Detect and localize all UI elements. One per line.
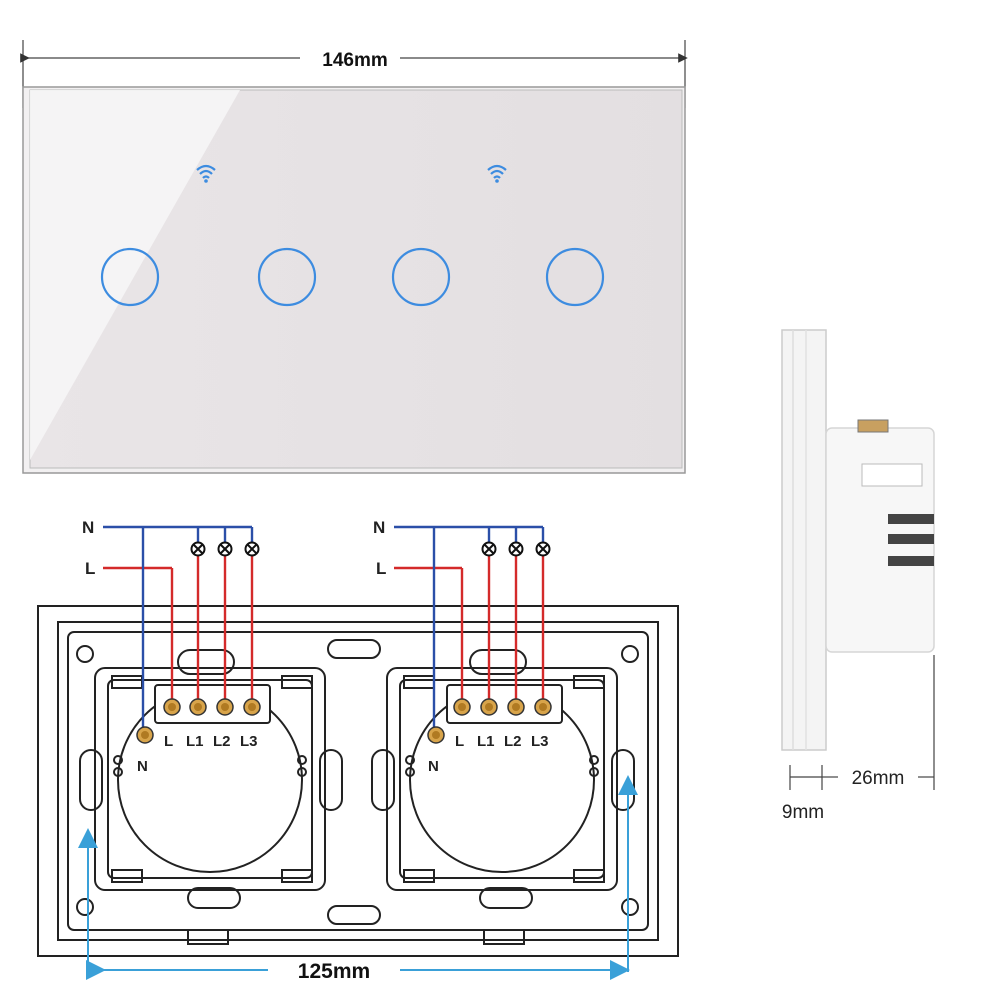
wifi-icon xyxy=(196,164,216,183)
lamp-load-icon xyxy=(217,541,233,557)
terminal-label: N xyxy=(428,758,439,775)
neutral-label: N xyxy=(82,518,94,537)
lamp-load-icon xyxy=(190,541,206,557)
wifi-icon xyxy=(487,164,507,183)
touch-button-1[interactable] xyxy=(100,247,160,307)
module-right xyxy=(371,649,635,909)
terminal-label: L xyxy=(455,733,464,750)
wiring-right: N L L L1 L2 L3 N xyxy=(373,518,552,775)
lamp-load-icon xyxy=(244,541,260,557)
live-label: L xyxy=(85,559,95,578)
front-panel xyxy=(22,86,686,474)
neutral-label: N xyxy=(373,518,385,537)
side-glass-label: 9mm xyxy=(782,802,824,823)
terminal-label: N xyxy=(137,758,148,775)
lamp-load-icon xyxy=(481,541,497,557)
terminal-label: L2 xyxy=(213,733,231,750)
width-label: 146mm xyxy=(322,50,388,71)
lamp-load-icon xyxy=(535,541,551,557)
terminal-label: L3 xyxy=(240,733,258,750)
side-depth-label: 26mm xyxy=(852,768,905,789)
live-label: L xyxy=(376,559,386,578)
terminal-label: L2 xyxy=(504,733,522,750)
terminal-label: L xyxy=(164,733,173,750)
touch-button-3[interactable] xyxy=(391,247,451,307)
terminal-label: L3 xyxy=(531,733,549,750)
mount-spacing-dimension: 125mm xyxy=(78,775,638,983)
wiring-left: N L L L1 L2 L3 N xyxy=(82,518,261,775)
terminal-label: L1 xyxy=(477,733,495,750)
touch-button-2[interactable] xyxy=(257,247,317,307)
side-view: 26mm 9mm xyxy=(781,329,935,823)
touch-button-4[interactable] xyxy=(545,247,605,307)
terminal-label: L1 xyxy=(186,733,204,750)
lamp-load-icon xyxy=(508,541,524,557)
width-dimension: 146mm xyxy=(20,40,688,108)
module-left xyxy=(79,649,343,909)
mount-spacing-label: 125mm xyxy=(298,960,370,983)
back-plate xyxy=(37,605,679,957)
